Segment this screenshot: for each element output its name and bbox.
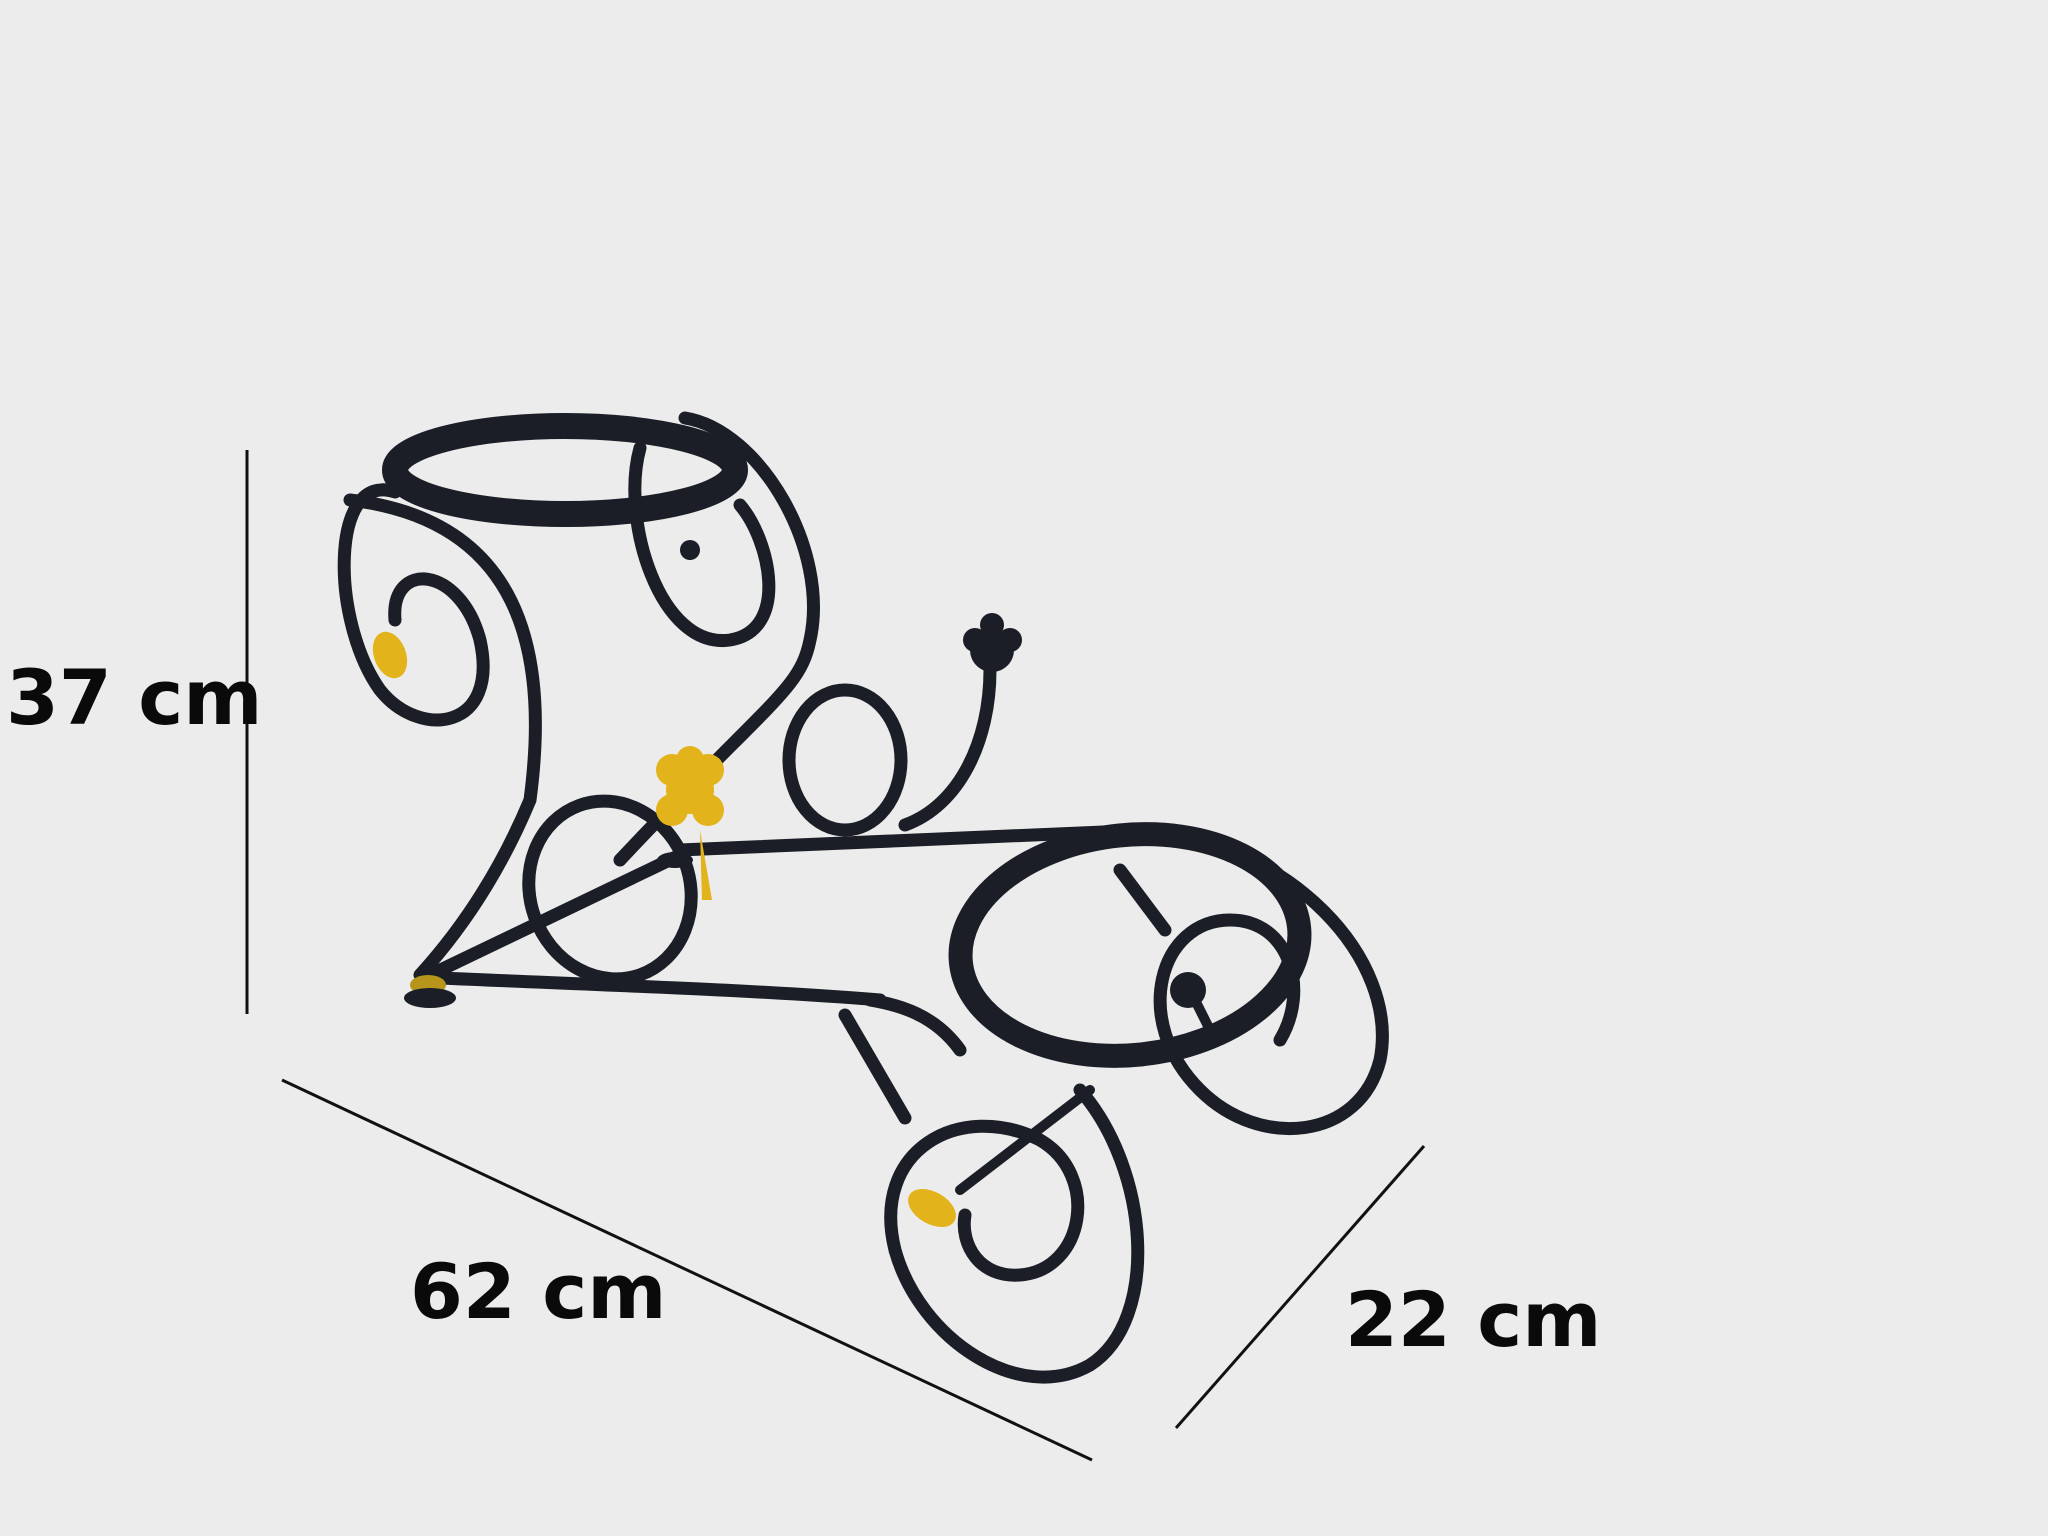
- yellow-flower-icon-center: [656, 746, 724, 900]
- foot-pads: [404, 852, 693, 1008]
- flower-stem: [898, 663, 997, 832]
- dimension-lines: [245, 450, 1426, 1462]
- foot-pad-center: [657, 852, 693, 868]
- depth-dimension-line: [1174, 1145, 1426, 1429]
- left-s-curve: [343, 493, 542, 982]
- diagonal-brace: [423, 848, 687, 982]
- right-upright: [1113, 863, 1172, 937]
- base-rail-front: [433, 971, 887, 1007]
- height-dimension-label: 37 cm: [6, 653, 263, 742]
- foot-pad-left: [404, 988, 456, 1008]
- yellow-flower-accents: [372, 631, 956, 1227]
- front-bottom-scroll: [884, 1083, 1145, 1384]
- right-large-scroll: [1133, 823, 1389, 1136]
- front-leg: [838, 1008, 912, 1125]
- length-dimension-line: [281, 1078, 1093, 1462]
- length-dimension-label: 62 cm: [410, 1247, 667, 1336]
- plant-stand-frame: [337, 411, 1389, 1384]
- right-scroll-outer: [613, 411, 820, 867]
- left-spiral: [337, 483, 490, 727]
- depth-dimension-label: 22 cm: [1345, 1275, 1602, 1364]
- front-pot-ring: [948, 822, 1312, 1068]
- middle-ring-right: [782, 683, 908, 837]
- yellow-leaf-icon-front: [908, 1189, 956, 1227]
- top-pot-ring: [382, 413, 748, 527]
- yellow-leaf-icon-left: [372, 631, 408, 679]
- front-cross-rod: [955, 1085, 1095, 1195]
- front-ring-connector: [863, 993, 967, 1057]
- right-scroll-inner: [628, 441, 776, 647]
- right-scroll-bead: [680, 540, 700, 560]
- right-scroll-rod: [1190, 995, 1215, 1035]
- black-flower-icon: [963, 613, 1022, 672]
